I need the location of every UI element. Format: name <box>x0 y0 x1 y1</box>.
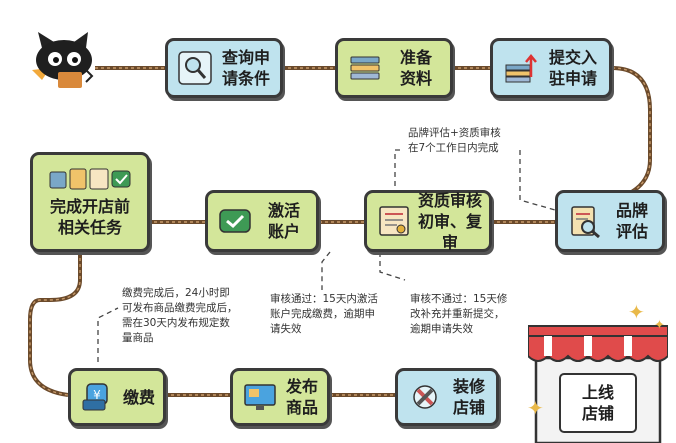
step-activate-account: 激活 账户 <box>205 190 319 252</box>
upload-stack-icon <box>505 54 537 83</box>
step-submit-application: 提交入 驻申请 <box>490 38 612 98</box>
step-prelaunch-tasks: 完成开店前 相关任务 <box>30 152 150 252</box>
note-review-pass: 审核通过：15天内激活 账户完成缴费，逾期申 请失效 <box>270 293 378 335</box>
checkmark-icon <box>219 209 251 233</box>
sparkle-icon: ✦ <box>628 300 645 324</box>
mascot <box>32 32 94 88</box>
payment-card-icon: ¥ <box>82 383 108 411</box>
step-payment-label: 缴费 <box>122 387 155 407</box>
step-prelaunch-label: 完成开店前 相关任务 <box>49 197 130 237</box>
note-brand-review: 品牌评估+资质审核 在7个工作日内完成 <box>408 127 501 154</box>
step-brand-label: 品牌 评估 <box>615 201 648 241</box>
step-decorate-label: 装修 店铺 <box>452 377 485 417</box>
callout-line-pass <box>321 251 331 290</box>
callout-line-brand-2 <box>519 150 556 211</box>
tools-icon <box>413 385 437 409</box>
callout-line-brand <box>394 149 404 195</box>
step-publish-products: 发布 商品 <box>230 368 330 426</box>
sparkle-icon-left: ✦ <box>527 396 544 420</box>
step-decorate-store: 装修 店铺 <box>395 368 499 426</box>
step-prepare-label: 准备 资料 <box>399 48 432 88</box>
step-qualification-review: 资质审核 初审、复审 <box>364 190 492 252</box>
step-launch-label: 上线 店铺 <box>581 383 614 423</box>
step-submit-label: 提交入 驻申请 <box>548 48 597 88</box>
step-activate-label: 激活 账户 <box>267 201 300 241</box>
certificate-icon <box>379 206 409 236</box>
step-publish-label: 发布 商品 <box>285 377 318 417</box>
step-query-conditions: 查询申 请条件 <box>165 38 283 98</box>
svg-text:¥: ¥ <box>93 388 101 402</box>
callout-line-fail <box>379 252 406 281</box>
note-after-payment: 缴费完成后，24小时即 可发布商品缴费完成后， 需在30天内发布规定数 量商品 <box>122 287 238 344</box>
step-payment: ¥ 缴费 <box>68 368 166 426</box>
monitor-icon <box>244 384 276 410</box>
rope-twist <box>29 67 651 396</box>
step-query-label: 查询申 请条件 <box>221 48 270 88</box>
sparkle-icon-small: ✦ <box>654 318 665 333</box>
storefront-icon <box>528 325 668 443</box>
note-review-fail: 审核不通过：15天修 改补充并重新提交， 逾期申请失效 <box>410 293 508 335</box>
magnifier-icon <box>178 51 212 85</box>
step-brand-evaluation: 品牌 评估 <box>555 190 665 252</box>
callout-line-payment <box>97 307 119 362</box>
clipboard-magnifier-icon <box>571 206 600 238</box>
task-list-icon <box>49 168 131 190</box>
document-stack-icon <box>350 56 380 80</box>
step-prepare-materials: 准备 资料 <box>335 38 453 98</box>
step-launch-store: 上线 店铺 <box>560 374 636 432</box>
step-review-label: 资质审核 初审、复审 <box>417 190 482 252</box>
